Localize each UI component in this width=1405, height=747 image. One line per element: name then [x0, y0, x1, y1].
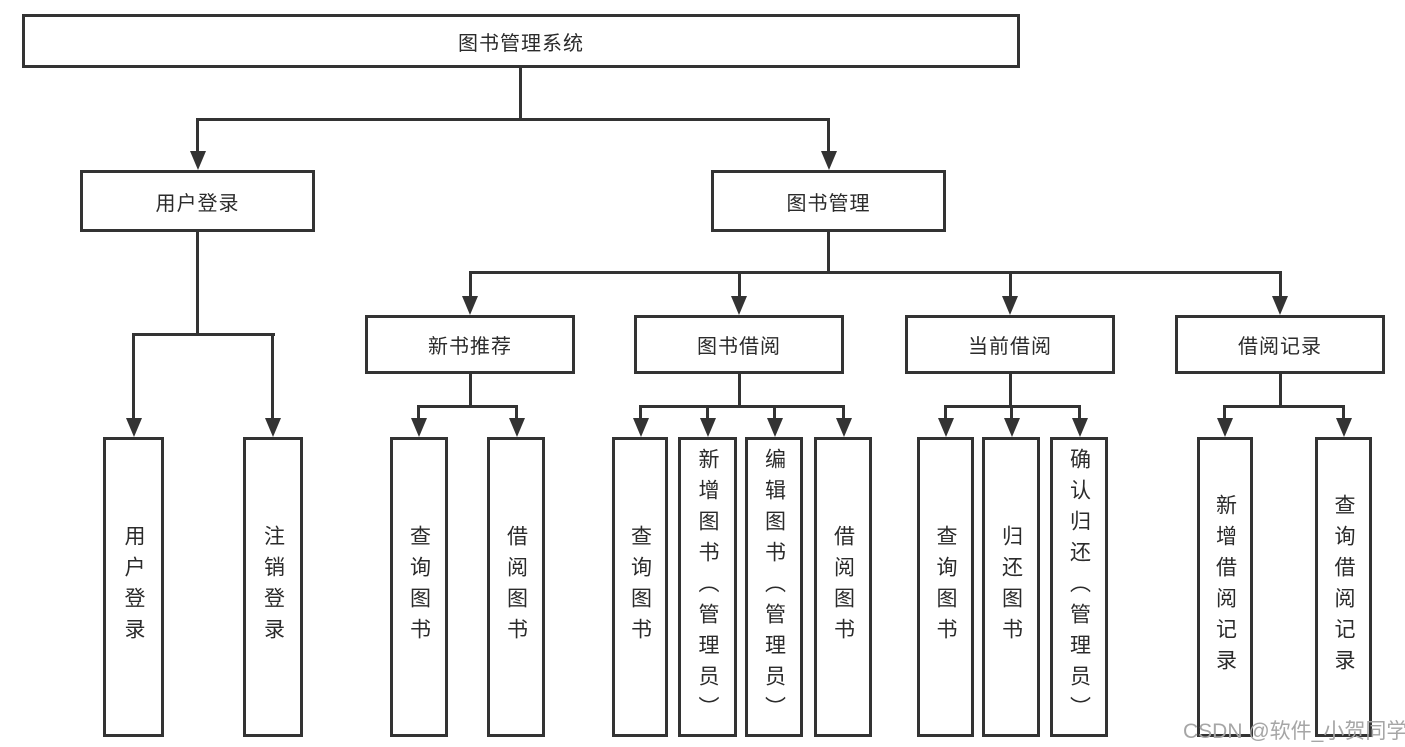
leaf-return-books-label: 归还图书 — [999, 525, 1023, 649]
leaf-query-books-recommend-label: 查询图书 — [407, 525, 431, 649]
leaf-add-book-admin-label: 新增图书（管理员） — [696, 447, 719, 727]
arrowhead-down-icon — [731, 296, 747, 315]
leaf-logout-label: 注销登录 — [261, 525, 285, 649]
arrowhead-down-icon — [126, 418, 142, 437]
arrowhead-down-icon — [767, 418, 783, 437]
connector-current-borrow-stem — [1009, 374, 1012, 408]
arrowhead-down-icon — [633, 418, 649, 437]
node-user-login-label: 用户登录 — [155, 192, 240, 215]
leaf-query-books-current-label: 查询图书 — [934, 525, 957, 649]
connector-drop-current-borrow — [1009, 271, 1012, 299]
leaf-borrow-books-recommend-label: 借阅图书 — [504, 525, 528, 649]
node-current-borrow: 当前借阅 — [905, 315, 1115, 374]
node-book-management: 图书管理 — [711, 170, 946, 232]
arrowhead-down-icon — [836, 418, 852, 437]
node-root: 图书管理系统 — [22, 14, 1020, 68]
connector-book-management-stem — [827, 232, 830, 274]
connector-drop — [417, 405, 420, 422]
arrowhead-down-icon — [938, 418, 954, 437]
leaf-confirm-return-admin-label: 确认归还（管理员） — [1067, 447, 1091, 727]
connector-new-book-stem — [469, 374, 472, 408]
connector-drop — [1342, 405, 1345, 422]
connector-book-management-rail — [469, 271, 1282, 274]
leaf-query-books-borrow: 查询图书 — [612, 437, 668, 737]
leaf-add-book-admin: 新增图书（管理员） — [678, 437, 737, 737]
node-book-management-label: 图书管理 — [786, 192, 871, 215]
arrowhead-down-icon — [1217, 418, 1233, 437]
connector-drop-leaf-logout — [271, 333, 274, 421]
arrowhead-down-icon — [509, 418, 525, 437]
connector-book-borrow-stem — [738, 374, 741, 408]
arrowhead-down-icon — [821, 151, 837, 170]
leaf-logout: 注销登录 — [243, 437, 303, 737]
connector-drop — [842, 405, 845, 422]
connector-book-borrow-rail — [639, 405, 845, 408]
node-new-book-recommend-label: 新书推荐 — [428, 336, 512, 358]
leaf-add-borrow-record: 新增借阅记录 — [1197, 437, 1253, 737]
leaf-query-borrow-record: 查询借阅记录 — [1315, 437, 1372, 737]
leaf-query-books-borrow-label: 查询图书 — [628, 525, 652, 649]
arrowhead-down-icon — [190, 151, 206, 170]
leaf-query-books-current: 查询图书 — [917, 437, 974, 737]
connector-drop — [1010, 405, 1013, 422]
arrowhead-down-icon — [1272, 296, 1288, 315]
arrowhead-down-icon — [265, 418, 281, 437]
arrowhead-down-icon — [462, 296, 478, 315]
connector-drop — [1223, 405, 1226, 422]
arrowhead-down-icon — [1004, 418, 1020, 437]
node-book-borrow-label: 图书借阅 — [697, 336, 781, 358]
connector-user-login-rail — [132, 333, 275, 336]
node-new-book-recommend: 新书推荐 — [365, 315, 575, 374]
leaf-query-borrow-record-label: 查询借阅记录 — [1332, 494, 1355, 680]
connector-drop-book-management — [827, 118, 830, 154]
leaf-borrow-books-borrow: 借阅图书 — [814, 437, 872, 737]
connector-root-rail — [196, 118, 830, 121]
node-current-borrow-label: 当前借阅 — [968, 336, 1052, 358]
connector-drop — [944, 405, 947, 422]
leaf-return-books: 归还图书 — [982, 437, 1040, 737]
connector-drop-new-book — [469, 271, 472, 299]
connector-drop-leaf-user-login — [132, 333, 135, 421]
connector-drop — [639, 405, 642, 422]
connector-drop — [1078, 405, 1081, 422]
leaf-user-login-label: 用户登录 — [122, 525, 145, 649]
connector-drop — [773, 405, 776, 422]
node-root-label: 图书管理系统 — [458, 32, 584, 55]
leaf-user-login: 用户登录 — [103, 437, 164, 737]
connector-root-stem — [519, 68, 522, 120]
leaf-confirm-return-admin: 确认归还（管理员） — [1050, 437, 1108, 737]
leaf-query-books-recommend: 查询图书 — [390, 437, 448, 737]
connector-drop-user-login — [196, 118, 199, 154]
node-borrow-records: 借阅记录 — [1175, 315, 1385, 374]
connector-drop — [515, 405, 518, 422]
node-user-login: 用户登录 — [80, 170, 315, 232]
connector-borrow-records-rail — [1223, 405, 1344, 408]
leaf-edit-book-admin-label: 编辑图书（管理员） — [762, 447, 786, 727]
leaf-borrow-books-recommend: 借阅图书 — [487, 437, 545, 737]
arrowhead-down-icon — [411, 418, 427, 437]
connector-user-login-stem — [196, 232, 199, 336]
arrowhead-down-icon — [700, 418, 716, 437]
connector-drop-borrow-records — [1279, 271, 1282, 299]
node-book-borrow: 图书借阅 — [634, 315, 844, 374]
connector-borrow-records-stem — [1279, 374, 1282, 408]
leaf-edit-book-admin: 编辑图书（管理员） — [745, 437, 803, 737]
connector-new-book-rail — [417, 405, 518, 408]
arrowhead-down-icon — [1002, 296, 1018, 315]
leaf-borrow-books-borrow-label: 借阅图书 — [831, 525, 855, 649]
arrowhead-down-icon — [1072, 418, 1088, 437]
connector-drop — [706, 405, 709, 422]
node-borrow-records-label: 借阅记录 — [1238, 336, 1322, 358]
connector-drop-book-borrow — [738, 271, 741, 299]
watermark-text: CSDN @软件_小贺同学 — [1183, 720, 1405, 743]
leaf-add-borrow-record-label: 新增借阅记录 — [1213, 494, 1237, 680]
arrowhead-down-icon — [1336, 418, 1352, 437]
